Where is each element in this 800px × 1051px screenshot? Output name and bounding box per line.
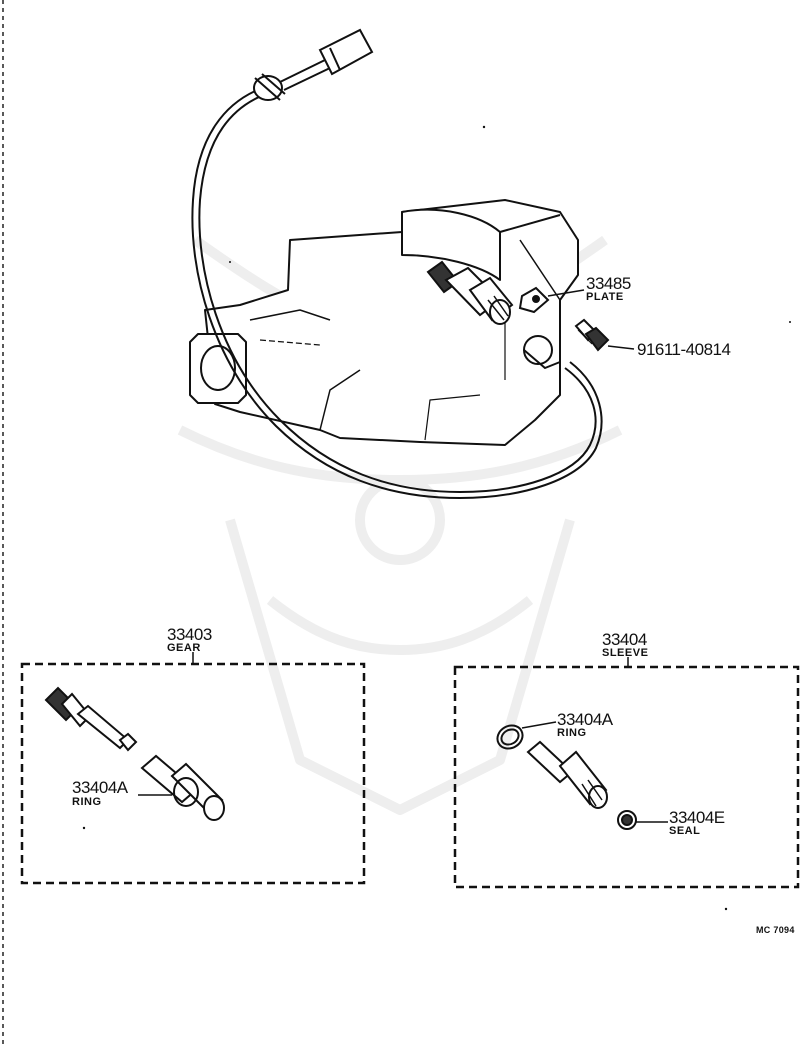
bolt-91611-40814-drawing: [574, 318, 610, 352]
leader-lines-top: [547, 289, 635, 350]
diagram-code: MC 7094: [756, 925, 795, 935]
plate-part-number: 33485: [586, 274, 631, 293]
plate-part-name: PLATE: [586, 291, 624, 303]
sleeve-ring-part-number: 33404A: [557, 710, 613, 729]
sleeve-kit-box: [453, 657, 800, 889]
scan-specks: [82, 125, 791, 911]
gear-sleeve-drawing: [140, 754, 225, 821]
speedometer-cable: [191, 28, 603, 500]
sleeve-ring-part-name: RING: [557, 727, 587, 739]
gear-part-name: GEAR: [167, 642, 201, 654]
sleeve-33404-drawing: [526, 740, 608, 809]
bolt-part-number: 91611-40814: [637, 340, 731, 359]
gear-33403-drawing: [44, 686, 138, 752]
plate-33485-drawing: [518, 286, 550, 314]
gear-ring-part-number: 33404A: [72, 778, 128, 797]
sleeve-part-name: SLEEVE: [602, 647, 649, 659]
gear-ring-part-name: RING: [72, 796, 102, 808]
sleeve-part-number: 33404: [602, 630, 647, 649]
installed-sleeve-assembly: [426, 260, 514, 325]
sleeve-ring-drawing: [496, 724, 524, 750]
seal-part-number: 33404E: [669, 808, 725, 827]
transmission-housing: [189, 199, 579, 446]
seal-part-name: SEAL: [669, 825, 701, 837]
seal-33404e-drawing: [617, 810, 637, 830]
leader-lines-sleeve: [521, 721, 668, 823]
gear-kit-box: [20, 652, 366, 885]
gear-part-number: 33403: [167, 625, 212, 644]
